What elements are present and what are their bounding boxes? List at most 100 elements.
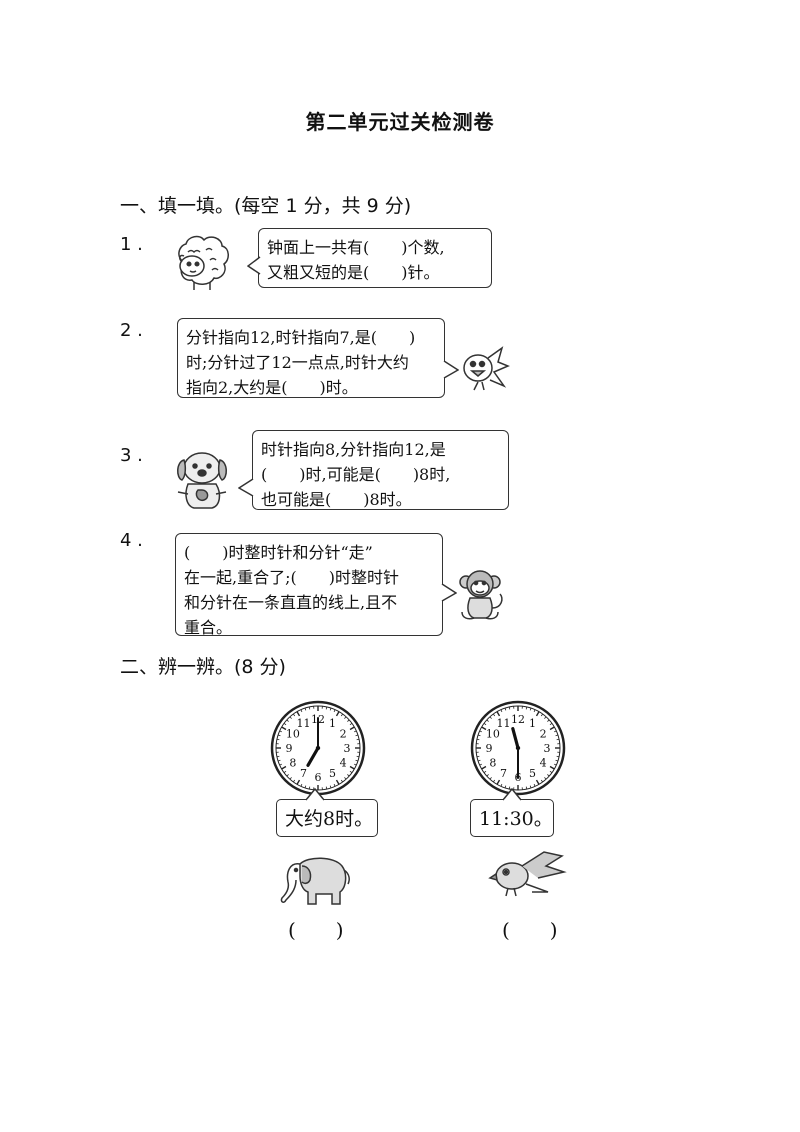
bubble-tail xyxy=(441,583,457,602)
clock-tick xyxy=(283,722,287,726)
clock-tick xyxy=(329,707,332,711)
bubble-tail xyxy=(502,788,522,801)
clock-tick xyxy=(529,785,532,789)
clock-tick xyxy=(508,706,511,710)
clock-tick xyxy=(540,713,544,717)
clock-center xyxy=(515,745,521,751)
clock-tick xyxy=(353,763,357,766)
clock-tick xyxy=(281,726,287,731)
dog-icon xyxy=(172,448,232,512)
bird-icon xyxy=(488,848,568,900)
clock-tick xyxy=(344,716,347,719)
clock-tick xyxy=(276,755,280,758)
clock-tick xyxy=(547,774,550,777)
question-1-line-2: 又粗又短的是( )针。 xyxy=(267,263,440,282)
clock-number: 8 xyxy=(289,757,296,770)
clock-tick xyxy=(279,730,283,733)
bubble-tail xyxy=(305,788,325,801)
clock-tick xyxy=(340,713,344,717)
clock-tick xyxy=(525,706,528,710)
clock-tick xyxy=(329,785,332,789)
clock-tick xyxy=(296,711,301,717)
clock-tick xyxy=(349,765,355,770)
clock-tick xyxy=(540,779,544,783)
clock-tick xyxy=(544,716,547,719)
clock-tick xyxy=(356,738,360,741)
clock-tick xyxy=(335,779,340,785)
clock-tick xyxy=(349,726,355,731)
question-2-bubble: 分针指向12,时针指向7,是( ) 时;分针过了12一点点,时针大约 指向2,大… xyxy=(177,318,445,398)
clock-number: 3 xyxy=(544,742,551,755)
answer-blank-left[interactable]: ( ) xyxy=(288,918,344,942)
clock-tick xyxy=(349,722,353,726)
clock-tick xyxy=(504,707,507,711)
question-4-line-1: ( )时整时针和分针“走” xyxy=(184,543,373,562)
clock-tick xyxy=(281,765,287,770)
clock-tick xyxy=(544,777,547,780)
clock-tick xyxy=(347,719,350,722)
clock-face-right: 121234567891011 xyxy=(468,698,568,798)
clock-tick xyxy=(335,711,340,717)
clock-number: 5 xyxy=(529,767,536,780)
question-2-line-1: 分针指向12,时针指向7,是( ) xyxy=(186,328,416,347)
bubble-tail xyxy=(247,256,261,275)
clock-tick xyxy=(555,734,559,737)
clock-tick xyxy=(286,774,289,777)
clock-tick xyxy=(549,722,553,726)
section-1-heading: 一、填一填。(每空 1 分，共 9 分) xyxy=(120,195,412,217)
clock-tick xyxy=(340,779,344,783)
hour-hand xyxy=(306,746,320,767)
clock-tick xyxy=(344,777,347,780)
elephant-icon xyxy=(278,850,352,908)
clock-tick xyxy=(489,716,492,719)
clock-number: 1 xyxy=(529,717,536,730)
clock-tick xyxy=(292,779,296,783)
clock-number: 1 xyxy=(329,717,336,730)
clock-tick xyxy=(486,719,489,722)
clock-number: 12 xyxy=(511,713,525,726)
clock-tick xyxy=(333,709,336,713)
clock-tick xyxy=(356,755,360,758)
question-2-number: 2 . xyxy=(120,320,143,341)
clock-tick xyxy=(286,719,289,722)
clock-tick xyxy=(483,722,487,726)
clock-tick xyxy=(333,783,336,787)
clock-number: 4 xyxy=(540,757,547,770)
clock-number: 9 xyxy=(286,742,293,755)
statement-bubble-right: 11:30。 xyxy=(470,799,554,837)
clock-tick xyxy=(504,785,507,789)
clock-tick xyxy=(325,706,328,710)
question-3-bubble: 时针指向8,分针指向12,是 ( )时,可能是( )8时, 也可能是( )8时。 xyxy=(252,430,509,510)
clock-number: 11 xyxy=(497,717,511,730)
clock-tick xyxy=(304,785,307,789)
bubble-tail xyxy=(443,360,459,379)
clock-tick xyxy=(283,770,287,774)
clock-tick xyxy=(533,709,536,713)
clock-tick xyxy=(479,730,483,733)
clock-tick xyxy=(476,755,480,758)
clock-tick xyxy=(279,763,283,766)
clock-tick xyxy=(277,759,281,762)
sheep-icon xyxy=(170,232,234,294)
clock-tick xyxy=(481,765,487,770)
clock-tick xyxy=(355,759,359,762)
clock-tick xyxy=(289,777,292,780)
bird-icon xyxy=(458,340,510,392)
clock-number: 7 xyxy=(500,767,507,780)
clock-tick xyxy=(556,755,560,758)
clock-tick xyxy=(553,730,557,733)
clock-number: 2 xyxy=(540,728,547,741)
clock-number: 5 xyxy=(329,767,336,780)
clock-tick xyxy=(353,730,357,733)
monkey-icon xyxy=(456,568,508,624)
question-1-bubble: 钟面上一共有( )个数, 又粗又短的是( )针。 xyxy=(258,228,492,288)
clock-number: 7 xyxy=(300,767,307,780)
statement-bubble-left: 大约8时。 xyxy=(276,799,378,837)
clock-tick xyxy=(304,707,307,711)
clock-number: 3 xyxy=(344,742,351,755)
clock-tick xyxy=(535,711,540,717)
clock-tick xyxy=(308,706,311,710)
clock-number: 2 xyxy=(340,728,347,741)
answer-blank-right[interactable]: ( ) xyxy=(502,918,558,942)
clock-center xyxy=(315,745,321,751)
